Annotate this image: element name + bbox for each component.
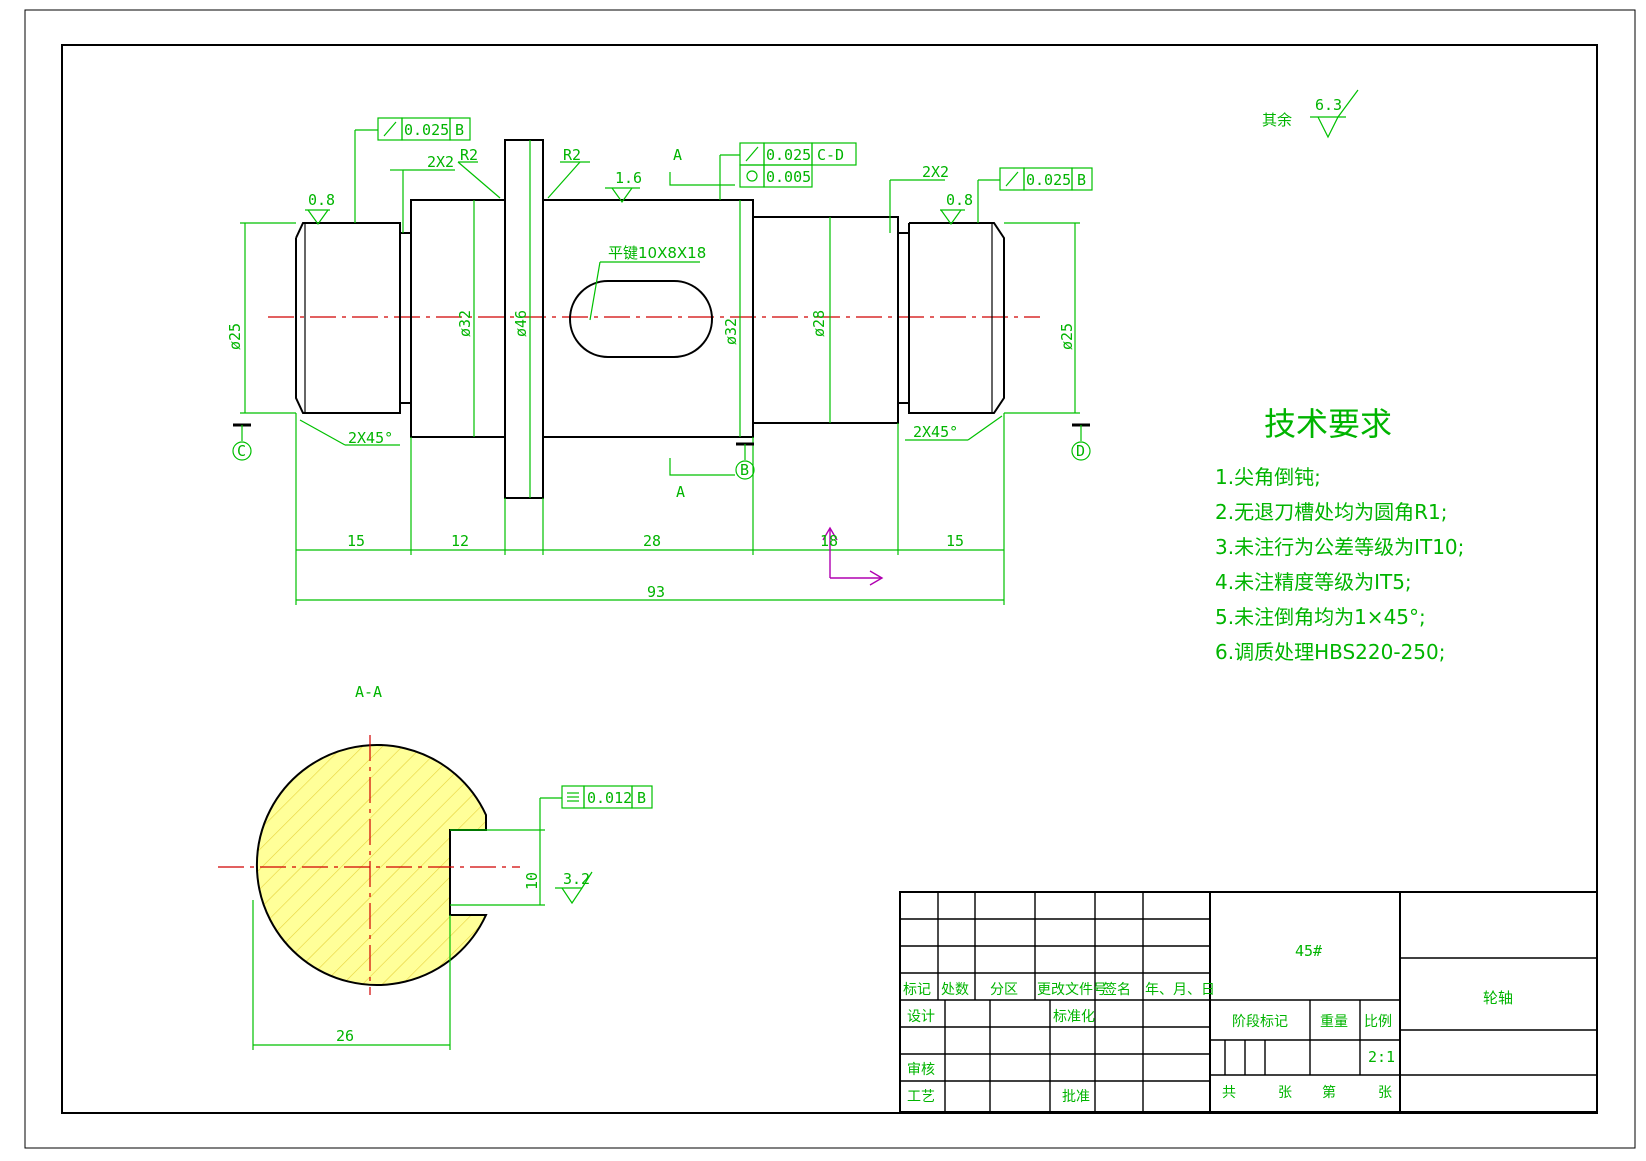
section-mark-top: A (673, 146, 682, 164)
label-design: 设计 (907, 1009, 935, 1025)
dim-l4: 18 (820, 532, 838, 550)
tech-item-4: 4.未注精度等级为IT5; (1215, 570, 1412, 594)
ucs-icon (822, 526, 884, 586)
surface-note-value: 6.3 (1315, 96, 1342, 114)
label-review: 审核 (907, 1062, 935, 1078)
label-standardize: 标准化 (1053, 1009, 1095, 1025)
datum-b-label: B (740, 461, 749, 479)
chamfer-left: 2X45° (348, 429, 393, 447)
header-date: 年、月、日 (1145, 982, 1215, 998)
dim-l2: 12 (451, 532, 469, 550)
header-zone: 分区 (990, 982, 1018, 998)
groove-left: 2X2 (427, 153, 454, 171)
dim-l3: 28 (643, 532, 661, 550)
tol-right-datum: B (1077, 171, 1086, 189)
tech-item-1: 1.尖角倒钝; (1215, 465, 1321, 489)
rough-mid: 1.6 (615, 169, 642, 187)
tol-cyl-value: 0.005 (766, 168, 811, 186)
fillet-left: R2 (460, 146, 478, 164)
dia-32b: ø32 (722, 318, 740, 345)
dia-46: ø46 (512, 310, 530, 337)
surface-note-prefix: 其余 (1262, 111, 1292, 129)
chamfer-right: 2X45° (913, 423, 958, 441)
label-process: 工艺 (907, 1089, 935, 1105)
section-mark-bottom: A (676, 483, 685, 501)
outer-border (24, 9, 1636, 1149)
dim-l1: 15 (347, 532, 365, 550)
fillet-right: R2 (563, 146, 581, 164)
tech-title: 技术要求 (1264, 405, 1392, 443)
dia-28: ø28 (810, 310, 828, 337)
tol-mid-datum: C-D (817, 146, 844, 164)
rough-left: 0.8 (308, 191, 335, 209)
datum-markers (232, 423, 1091, 480)
rough-right: 0.8 (946, 191, 973, 209)
header-count: 处数 (941, 982, 969, 998)
label-scale: 比例 (1364, 1014, 1392, 1030)
tol-right-value: 0.025 (1026, 171, 1071, 189)
tech-item-5: 5.未注倒角均为1×45°; (1215, 605, 1426, 629)
section-title: A-A (355, 683, 382, 701)
header-sign: 签名 (1103, 981, 1131, 998)
tol-left-value: 0.025 (404, 121, 449, 139)
section-view (218, 735, 653, 1050)
title-block-lines (899, 891, 1598, 1113)
label-total: 共 (1222, 1085, 1236, 1101)
tech-item-6: 6.调质处理HBS220-250; (1215, 640, 1446, 664)
dia-right: ø25 (1058, 323, 1076, 350)
dia-32a: ø32 (456, 310, 474, 337)
label-stage: 阶段标记 (1232, 1014, 1288, 1030)
rough-section: 3.2 (563, 870, 590, 888)
tech-item-3: 3.未注行为公差等级为IT10; (1215, 535, 1464, 559)
label-sheet-2: 张 (1378, 1085, 1392, 1101)
dim-l5: 15 (946, 532, 964, 550)
dim-section-width: 26 (336, 1027, 354, 1045)
tol-sym-datum: B (637, 789, 646, 807)
dim-key-depth: 10 (523, 872, 541, 890)
scale-value: 2:1 (1368, 1048, 1395, 1066)
roughness-symbols (307, 89, 1359, 226)
inner-border (61, 44, 1598, 1114)
label-sheet-1: 张 (1278, 1085, 1292, 1101)
datum-d-label: D (1076, 442, 1085, 460)
label-approve: 批准 (1062, 1089, 1090, 1105)
header-mark: 标记 (903, 982, 931, 998)
dia-left: ø25 (226, 323, 244, 350)
tol-sym-value: 0.012 (587, 789, 632, 807)
tech-item-2: 2.无退刀槽处均为圆角R1; (1215, 500, 1447, 524)
groove-right: 2X2 (922, 163, 949, 181)
section-arrows (669, 172, 735, 476)
dimension-lines (240, 129, 1080, 605)
tol-mid-value: 0.025 (766, 146, 811, 164)
tol-left-datum: B (455, 121, 464, 139)
label-page: 第 (1322, 1084, 1336, 1101)
label-weight: 重量 (1320, 1014, 1348, 1030)
datum-c-label: C (237, 442, 246, 460)
part-name: 轮轴 (1483, 989, 1513, 1007)
dim-total: 93 (647, 583, 665, 601)
material: 45# (1295, 942, 1322, 960)
header-change-doc: 更改文件号 (1037, 982, 1107, 998)
key-label: 平键10X8X18 (608, 244, 706, 262)
tolerance-frames (377, 117, 1093, 191)
shaft-outline (295, 139, 1005, 499)
keyway-slot (569, 280, 713, 358)
